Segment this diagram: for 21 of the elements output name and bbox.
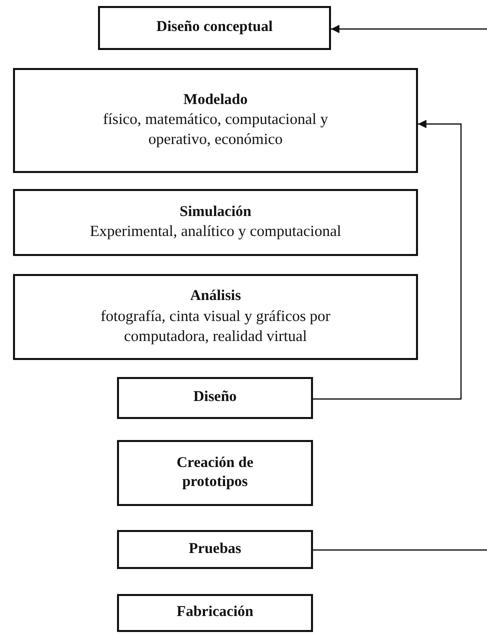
process-box	[117, 377, 313, 419]
box-description: físico, matemático, computacional y operativo, económico	[102, 110, 330, 150]
box-heading: Diseño conceptual	[156, 18, 273, 38]
box-description: fotografía, cinta visual y gráficos por computadora, realidad virtual	[100, 306, 332, 347]
process-box	[13, 274, 418, 360]
box-heading: Pruebas	[188, 540, 242, 559]
box-description: Experimental, analítico y computacional	[90, 222, 342, 242]
process-box	[117, 440, 313, 506]
box-heading: Modelado	[183, 90, 248, 110]
box-heading: Diseño	[193, 388, 237, 408]
process-box	[98, 6, 331, 50]
process-box	[117, 530, 313, 569]
box-heading: Simulación	[180, 202, 252, 222]
process-box	[13, 68, 418, 173]
box-heading: Análisis	[190, 287, 241, 306]
box-heading: Creación de prototipos	[176, 454, 254, 492]
process-box	[13, 189, 418, 256]
process-box	[117, 594, 313, 632]
connector-arrow	[331, 24, 487, 34]
box-heading: Fabricación	[176, 603, 254, 622]
connector-arrow	[313, 120, 462, 400]
